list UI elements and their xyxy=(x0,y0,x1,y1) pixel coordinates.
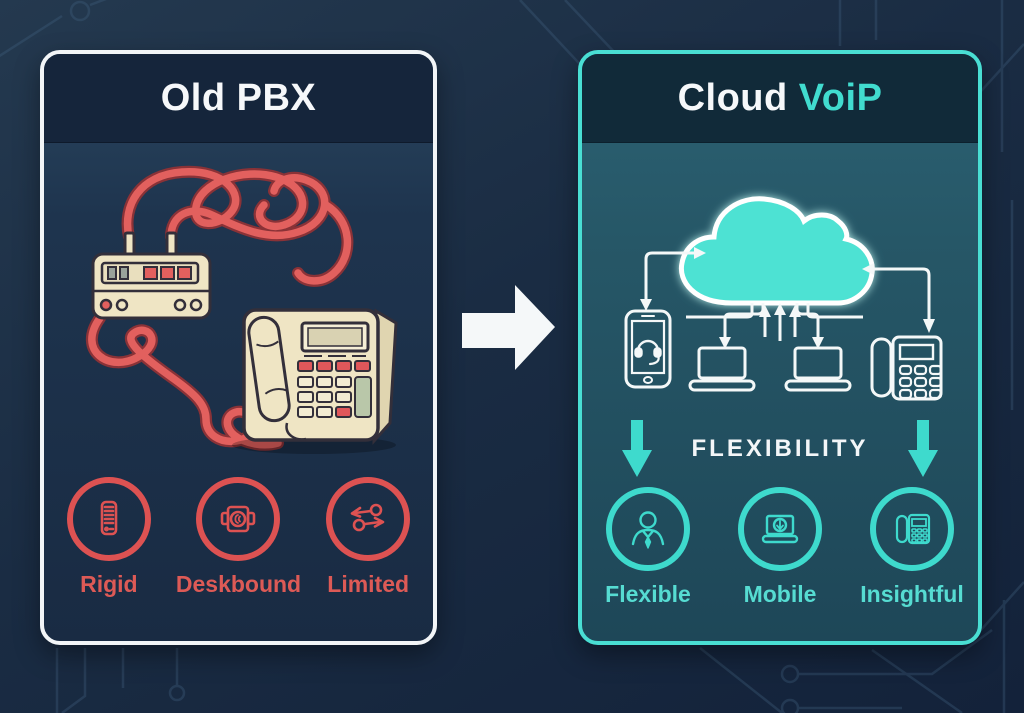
laptop-icon xyxy=(784,346,852,392)
pbx-hardware-illustration xyxy=(86,165,398,454)
feature-rigid: Rigid xyxy=(44,477,174,598)
right-arrow-icon xyxy=(462,285,555,370)
cloud-voip-header: Cloud VoiP xyxy=(582,54,978,143)
feature-insightful: Insightful xyxy=(846,487,978,608)
feature-limited: Limited xyxy=(303,477,433,598)
retro-desk-phone-icon xyxy=(232,308,398,454)
pbx-box-icon xyxy=(91,231,212,320)
deskbound-circle xyxy=(196,477,281,561)
down-arrow-icon xyxy=(621,420,652,477)
rigid-circle xyxy=(66,477,151,561)
laptop-sync-icon xyxy=(761,514,799,544)
cloud-voip-body: FLEXIBILITY Flexible xyxy=(582,143,978,641)
network-nodes-icon xyxy=(350,503,385,532)
cloud-voip-features: Flexible Mobile xyxy=(582,487,978,608)
flexibility-label: FLEXIBILITY xyxy=(691,435,869,462)
desk-device-icon xyxy=(221,505,256,533)
old-pbx-body: Rigid Deskbound xyxy=(44,143,433,641)
cloud-voip-panel: Cloud VoiP xyxy=(578,50,982,645)
business-person-icon xyxy=(631,511,665,549)
mobile-circle xyxy=(738,487,822,571)
desk-phone-icon xyxy=(895,513,931,545)
old-pbx-panel: Old PBX xyxy=(40,50,437,645)
cloud-voip-title: Cloud VoiP xyxy=(678,77,883,120)
desk-phone-icon xyxy=(870,335,943,401)
old-pbx-header: Old PBX xyxy=(44,54,433,143)
cloud-icon xyxy=(678,196,875,306)
old-pbx-title: Old PBX xyxy=(160,76,317,119)
feature-deskbound: Deskbound xyxy=(174,477,304,598)
feature-label: Flexible xyxy=(605,581,691,607)
laptop-icon xyxy=(688,346,756,392)
feature-label: Limited xyxy=(327,571,410,597)
flexibility-row: FLEXIBILITY xyxy=(582,417,978,481)
feature-label: Mobile xyxy=(743,581,817,607)
feature-mobile: Mobile xyxy=(714,487,846,608)
flexible-circle xyxy=(606,487,690,571)
limited-circle xyxy=(326,477,411,561)
title-accent: VoiP xyxy=(798,76,883,119)
title-primary: Cloud xyxy=(677,76,788,119)
feature-label: Insightful xyxy=(860,581,964,607)
feature-label: Rigid xyxy=(80,571,138,597)
down-arrow-icon xyxy=(908,420,939,477)
server-tower-icon xyxy=(100,500,118,536)
feature-label: Deskbound xyxy=(175,571,302,597)
cloud-network-diagram xyxy=(624,196,943,401)
feature-flexible: Flexible xyxy=(582,487,714,608)
insightful-circle xyxy=(870,487,954,571)
old-pbx-features: Rigid Deskbound xyxy=(44,477,433,598)
smartphone-headset-icon xyxy=(624,309,672,389)
